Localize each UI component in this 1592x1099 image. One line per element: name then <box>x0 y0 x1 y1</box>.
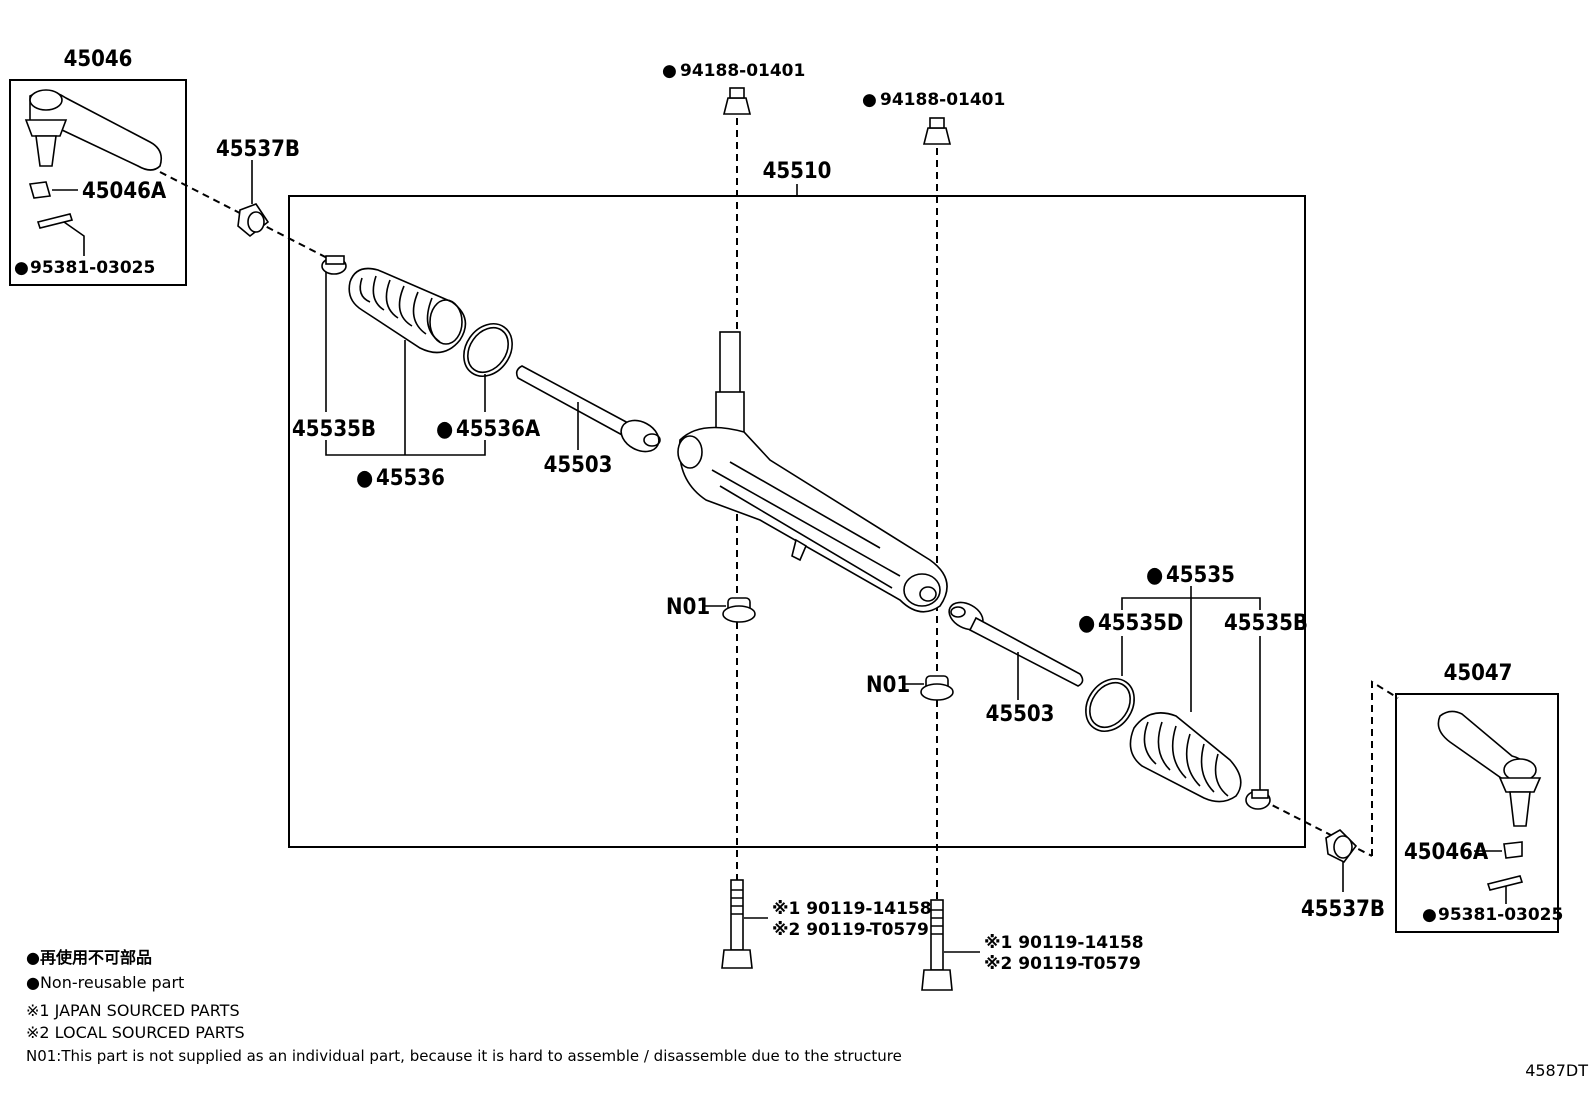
top-nut-right-drawing <box>922 117 952 145</box>
label-nut-45046a-lh: 45046A <box>82 179 167 204</box>
bolt-left-drawing <box>721 879 753 969</box>
label-bushing-lh: N01 <box>666 595 710 620</box>
clip-rh-drawing <box>1085 678 1135 732</box>
marker-boot-lh: ● <box>356 466 373 491</box>
legend-local-sourced: ※2 LOCAL SOURCED PARTS <box>26 1023 245 1042</box>
tie-rod-end-rh-drawing <box>1437 710 1542 891</box>
legend-japan-sourced: ※1 JAPAN SOURCED PARTS <box>26 1001 240 1020</box>
label-lock-nut-rh: 45537B <box>1301 897 1385 922</box>
label-lock-nut-lh: 45537B <box>216 137 300 162</box>
tie-rod-end-lh-box <box>9 79 187 286</box>
clamp-rh-drawing <box>1245 789 1271 810</box>
boot-rh-drawing <box>1129 712 1242 803</box>
label-top-nut-left: 94188-01401 <box>680 61 805 81</box>
marker-clip-lh: ● <box>436 417 453 442</box>
label-bolt-right-ref1: ※1 90119-14158 <box>984 933 1144 953</box>
marker-cotter-lh: ● <box>14 258 29 278</box>
clamp-lh-drawing <box>321 255 347 275</box>
top-nut-left-drawing <box>722 87 752 115</box>
marker-top-nut-right: ● <box>862 90 877 110</box>
label-nut-45046a-rh: 45046A <box>1404 840 1489 865</box>
label-bushing-rh: N01 <box>866 673 910 698</box>
boot-lh-drawing <box>348 267 467 354</box>
marker-clip-rh: ● <box>1078 611 1095 636</box>
axis-right-box-link <box>1371 680 1399 856</box>
bracket-boot-lh <box>325 440 486 456</box>
legend-n01-note: N01:This part is not supplied as an indi… <box>26 1047 902 1065</box>
label-gear-assembly: 45510 <box>763 159 832 184</box>
label-cotter-lh: 95381-03025 <box>30 258 155 278</box>
clip-lh-drawing <box>463 323 513 377</box>
label-cotter-rh: 95381-03025 <box>1438 905 1563 925</box>
label-clamp-rh: 45535B <box>1224 611 1308 636</box>
legend-non-reusable-jp: ●再使用不可部品 <box>26 948 152 967</box>
legend-non-reusable-en: ●Non-reusable part <box>26 973 184 992</box>
label-tie-rod-lh: 45503 <box>544 453 613 478</box>
marker-boot-rh: ● <box>1146 563 1163 588</box>
illustration-code: 4587DT <box>1525 1061 1588 1080</box>
label-tie-rod-rh: 45503 <box>986 702 1055 727</box>
leader-cotter-lh <box>63 221 85 256</box>
bushing-lh-drawing <box>722 597 756 623</box>
bushing-rh-drawing <box>920 675 954 701</box>
marker-top-nut-left: ● <box>662 61 677 81</box>
marker-cotter-rh: ● <box>1422 905 1437 925</box>
label-boot-lh: 45536 <box>376 466 445 491</box>
lock-nut-lh-drawing <box>237 203 270 238</box>
label-top-nut-right: 94188-01401 <box>880 90 1005 110</box>
lock-nut-rh-drawing <box>1325 829 1358 864</box>
label-boot-rh: 45535 <box>1166 563 1235 588</box>
steering-gear-housing-drawing <box>677 331 948 613</box>
label-bolt-right-ref2: ※2 90119-T0579 <box>984 954 1141 974</box>
tie-rod-end-rh-box <box>1395 693 1559 933</box>
tie-rod-rh-drawing <box>948 601 1084 687</box>
tie-rod-lh-drawing <box>515 365 661 453</box>
bolt-right-drawing <box>921 899 953 991</box>
label-bolt-left-ref1: ※1 90119-14158 <box>772 899 932 919</box>
label-clamp-lh: 45535B <box>292 417 376 442</box>
label-clip-rh: 45535D <box>1098 611 1183 636</box>
label-bolt-left-ref2: ※2 90119-T0579 <box>772 920 929 940</box>
label-tie-rod-end-rh: 45047 <box>1444 661 1513 686</box>
label-tie-rod-end-lh: 45046 <box>64 47 133 72</box>
tie-rod-end-lh-drawing <box>24 89 163 229</box>
label-clip-lh: 45536A <box>456 417 541 442</box>
